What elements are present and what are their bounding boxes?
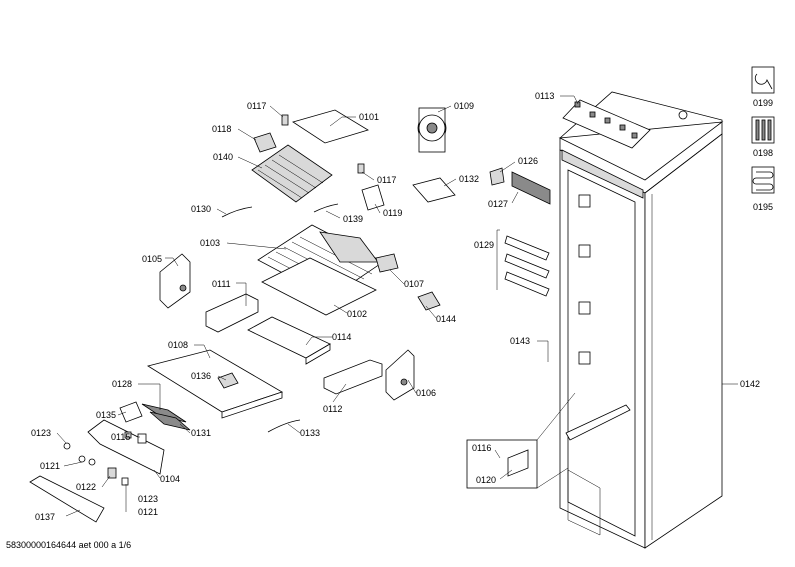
part-label-0114: 0114 bbox=[332, 332, 351, 342]
part-label-0135: 0135 bbox=[96, 410, 116, 420]
part-label-0143: 0143 bbox=[510, 336, 530, 346]
part-label-0136: 0136 bbox=[191, 371, 211, 381]
part-label-0101: 0101 bbox=[359, 112, 379, 122]
icon-wrench-group: 0199 bbox=[751, 66, 775, 108]
top-cover-strip bbox=[562, 99, 688, 149]
part-label-0130: 0130 bbox=[191, 204, 211, 214]
part-label-0123: 0123 bbox=[138, 494, 158, 504]
part-label-0105: 0105 bbox=[142, 254, 162, 264]
detail-box-0116-0120 bbox=[466, 392, 576, 489]
part-label-0118: 0118 bbox=[212, 124, 231, 134]
part-label-0142: 0142 bbox=[740, 379, 760, 389]
part-label-0121: 0121 bbox=[138, 507, 158, 517]
part-label-0120: 0120 bbox=[476, 475, 496, 485]
part-label-0140: 0140 bbox=[213, 152, 233, 162]
part-label-0104: 0104 bbox=[160, 474, 180, 484]
part-label-0144: 0144 bbox=[436, 314, 456, 324]
part-label-0126: 0126 bbox=[518, 156, 538, 166]
part-label-0112: 0112 bbox=[323, 404, 342, 414]
coil-icon bbox=[752, 171, 774, 191]
part-label-0108: 0108 bbox=[168, 340, 188, 350]
light-switch-and-cover bbox=[489, 167, 551, 205]
part-label-0113: 0113 bbox=[535, 91, 554, 101]
icon-label-0198: 0198 bbox=[753, 148, 773, 158]
icon-label-0195: 0195 bbox=[753, 202, 773, 212]
part-label-0103: 0103 bbox=[200, 238, 220, 248]
part-label-0139: 0139 bbox=[343, 214, 363, 224]
part-label-0122: 0122 bbox=[76, 482, 96, 492]
part-label-0121: 0121 bbox=[40, 461, 60, 471]
part-label-0131: 0131 bbox=[191, 428, 211, 438]
part-label-0109: 0109 bbox=[454, 101, 474, 111]
part-label-0107: 0107 bbox=[404, 279, 424, 289]
leader-lines bbox=[56, 95, 738, 517]
document-number: 58300000164644 aet 000 a 1/6 bbox=[6, 540, 132, 550]
part-label-0115: 0115 bbox=[111, 432, 130, 442]
door-shelves bbox=[504, 235, 550, 297]
part-number-labels: 0117 0101 0109 0113 0118 0140 0117 0132 … bbox=[31, 91, 760, 522]
part-label-0132: 0132 bbox=[459, 174, 479, 184]
tools-icon bbox=[755, 119, 772, 141]
part-label-0123: 0123 bbox=[31, 428, 51, 438]
icon-coil-group: 0195 bbox=[751, 166, 775, 212]
part-label-0119: 0119 bbox=[383, 208, 402, 218]
part-label-0127: 0127 bbox=[488, 199, 508, 209]
part-label-0129: 0129 bbox=[474, 240, 494, 250]
refrigerator-cabinet bbox=[558, 91, 724, 549]
part-label-0106: 0106 bbox=[416, 388, 436, 398]
part-label-0133: 0133 bbox=[300, 428, 320, 438]
part-label-0128: 0128 bbox=[112, 379, 132, 389]
part-label-0111: 0111 bbox=[212, 279, 231, 289]
icon-tools-group: 0198 bbox=[751, 116, 775, 158]
parts-drawings bbox=[29, 107, 456, 523]
part-label-0117: 0117 bbox=[377, 175, 396, 185]
wrench-icon bbox=[754, 73, 773, 90]
part-label-0102: 0102 bbox=[347, 309, 367, 319]
part-label-0116: 0116 bbox=[472, 443, 491, 453]
part-label-0117: 0117 bbox=[247, 101, 266, 111]
icon-label-0199: 0199 bbox=[753, 98, 773, 108]
part-label-0137: 0137 bbox=[35, 512, 55, 522]
